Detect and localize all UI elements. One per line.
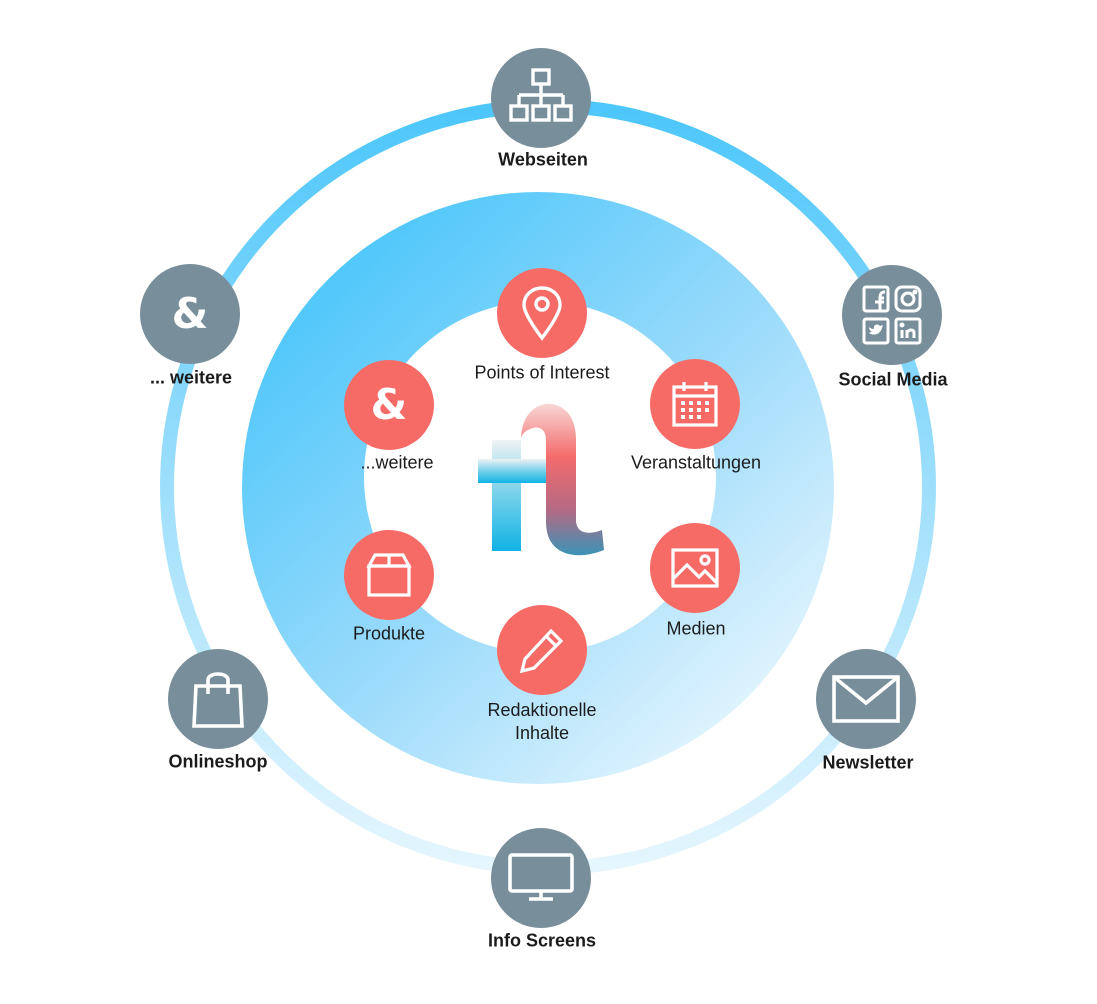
medien-label: Medien bbox=[666, 618, 726, 639]
monitor-icon bbox=[508, 853, 574, 901]
instagram-icon bbox=[894, 285, 922, 313]
weitere-outer-label: ... weitere bbox=[149, 367, 233, 388]
fl-logo-icon bbox=[478, 403, 604, 556]
redaktionelle-inhalte-line2: Inhalte bbox=[514, 723, 570, 743]
facebook-icon bbox=[862, 285, 890, 313]
redaktionelle-inhalte-line1: Redaktionelle bbox=[487, 700, 597, 720]
box-icon bbox=[366, 553, 412, 597]
shopping-bag-icon bbox=[192, 672, 244, 728]
social-media-icon bbox=[862, 285, 922, 345]
map-pin-icon bbox=[522, 286, 562, 341]
points-of-interest-label: Points of Interest bbox=[474, 362, 610, 383]
veranstaltungen-node bbox=[650, 359, 740, 449]
medien-node bbox=[650, 523, 740, 613]
redaktionelle-inhalte-label: Redaktionelle Inhalte bbox=[487, 699, 596, 745]
social-media-node bbox=[842, 265, 942, 365]
info-screens-label: Info Screens bbox=[487, 930, 597, 951]
onlineshop-label: Onlineshop bbox=[168, 751, 268, 772]
info-screens-node bbox=[491, 828, 591, 928]
onlineshop-node bbox=[168, 649, 268, 749]
twitter-icon bbox=[862, 317, 890, 345]
redaktionelle-inhalte-node bbox=[497, 605, 587, 695]
points-of-interest-node bbox=[497, 268, 587, 358]
ampersand-icon: & bbox=[171, 289, 209, 338]
pencil-icon bbox=[519, 628, 564, 674]
social-media-label: Social Media bbox=[838, 369, 948, 390]
weitere-inner-node: & bbox=[344, 360, 434, 450]
linkedin-icon bbox=[894, 317, 922, 345]
webseiten-label: Webseiten bbox=[498, 149, 588, 170]
envelope-icon bbox=[832, 675, 900, 723]
veranstaltungen-label: Veranstaltungen bbox=[630, 452, 762, 473]
webseiten-node bbox=[491, 48, 591, 148]
newsletter-node bbox=[816, 649, 916, 749]
ampersand-icon: & bbox=[370, 380, 408, 429]
newsletter-label: Newsletter bbox=[822, 752, 914, 773]
produkte-label: Produkte bbox=[352, 623, 426, 644]
image-icon bbox=[671, 548, 719, 588]
produkte-node bbox=[344, 530, 434, 620]
calendar-icon bbox=[672, 382, 718, 427]
weitere-inner-label: ...weitere bbox=[360, 452, 434, 473]
sitemap-icon bbox=[509, 68, 573, 122]
weitere-outer-node: & bbox=[140, 264, 240, 364]
